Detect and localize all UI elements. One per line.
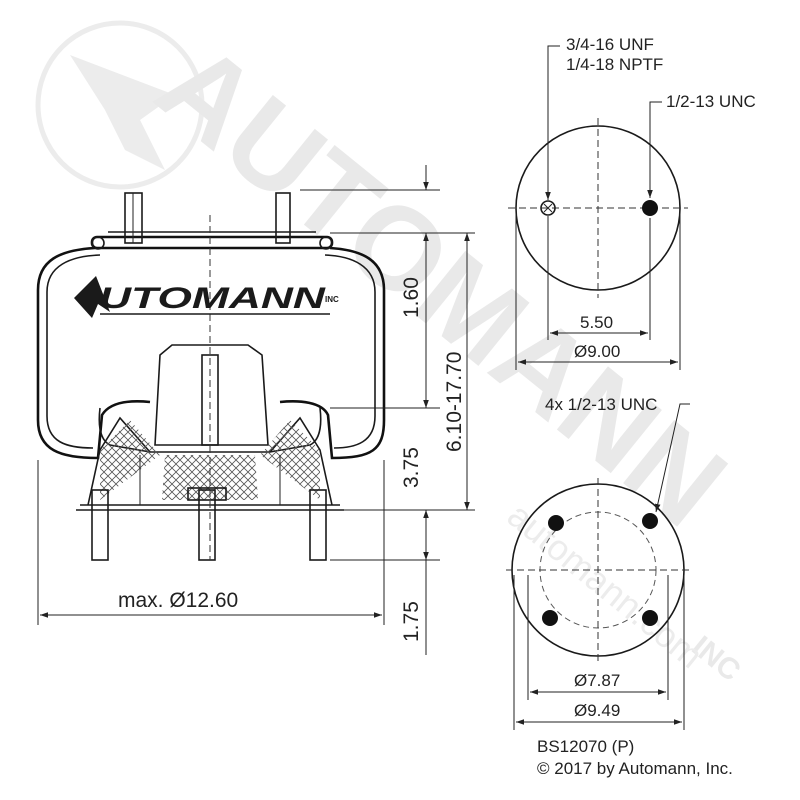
leader-small — [647, 101, 662, 198]
bottom-diameter-label: Ø9.49 — [574, 701, 620, 720]
dim-mid-label: 3.75 — [400, 447, 423, 488]
top-stud-small — [275, 192, 291, 244]
thread-large-2: 1/4-18 NPTF — [566, 55, 663, 74]
side-diameter-label: max. Ø12.60 — [118, 589, 238, 612]
large-port-icon — [540, 200, 556, 216]
bottom-stud-center — [198, 489, 216, 561]
top-view: 3/4-16 UNF 1/4-18 NPTF 1/2-13 UNC 5.50 Ø… — [508, 35, 756, 370]
thread-small: 1/2-13 UNC — [666, 92, 756, 111]
leader-large — [545, 45, 560, 200]
stud-icon-4 — [642, 610, 658, 626]
brand-logo: UTOMANN INC — [74, 276, 339, 318]
dim-top-label: 1.60 — [400, 277, 423, 318]
stud-icon-2 — [642, 513, 658, 529]
logo-text: UTOMANN — [99, 282, 327, 315]
logo-mark-icon — [74, 276, 110, 318]
dim-height-label: 6.10-17.70 — [443, 352, 466, 452]
copyright: © 2017 by Automann, Inc. — [537, 759, 733, 778]
watermark-logo-mark — [70, 55, 175, 170]
bead-left — [91, 236, 105, 250]
top-diameter-label: Ø9.00 — [574, 342, 620, 361]
piston-hatch-center — [162, 455, 258, 500]
bumper-bore — [201, 354, 219, 446]
bottom-stud-right — [309, 489, 327, 561]
large-port-cross — [543, 203, 553, 213]
bead-right — [319, 236, 333, 250]
studs-label: 4x 1/2-13 UNC — [545, 395, 657, 414]
leader-studs — [655, 403, 690, 513]
dim-bottom-label: 1.75 — [400, 601, 423, 642]
piston-hatch-left — [100, 420, 160, 500]
part-number: BS12070 (P) — [537, 737, 634, 756]
watermark-circle — [35, 20, 205, 190]
top-spacing-label: 5.50 — [580, 313, 613, 332]
watermark: AUTOMANN INC automann.com — [35, 18, 750, 688]
stud-icon-3 — [542, 610, 558, 626]
bottom-view: 4x 1/2-13 UNC Ø7.87 Ø9.49 — [506, 395, 690, 730]
side-view: UTOMANN INC max. Ø12.60 1.60 3.75 6.10-1… — [36, 165, 475, 655]
bellows-outer — [36, 246, 386, 460]
small-stud-icon — [642, 200, 658, 216]
piston-hatch-right — [260, 420, 320, 500]
thread-large-1: 3/4-16 UNF — [566, 35, 654, 54]
bolt-circle-label: Ø7.87 — [574, 671, 620, 690]
bellows-inner-right — [324, 254, 376, 449]
bottom-stud-left — [91, 489, 109, 561]
stud-icon-1 — [548, 515, 564, 531]
bumper — [154, 344, 269, 446]
center-nut — [187, 487, 227, 501]
bellows-inner-left — [46, 254, 101, 449]
logo-inc: INC — [325, 295, 339, 304]
